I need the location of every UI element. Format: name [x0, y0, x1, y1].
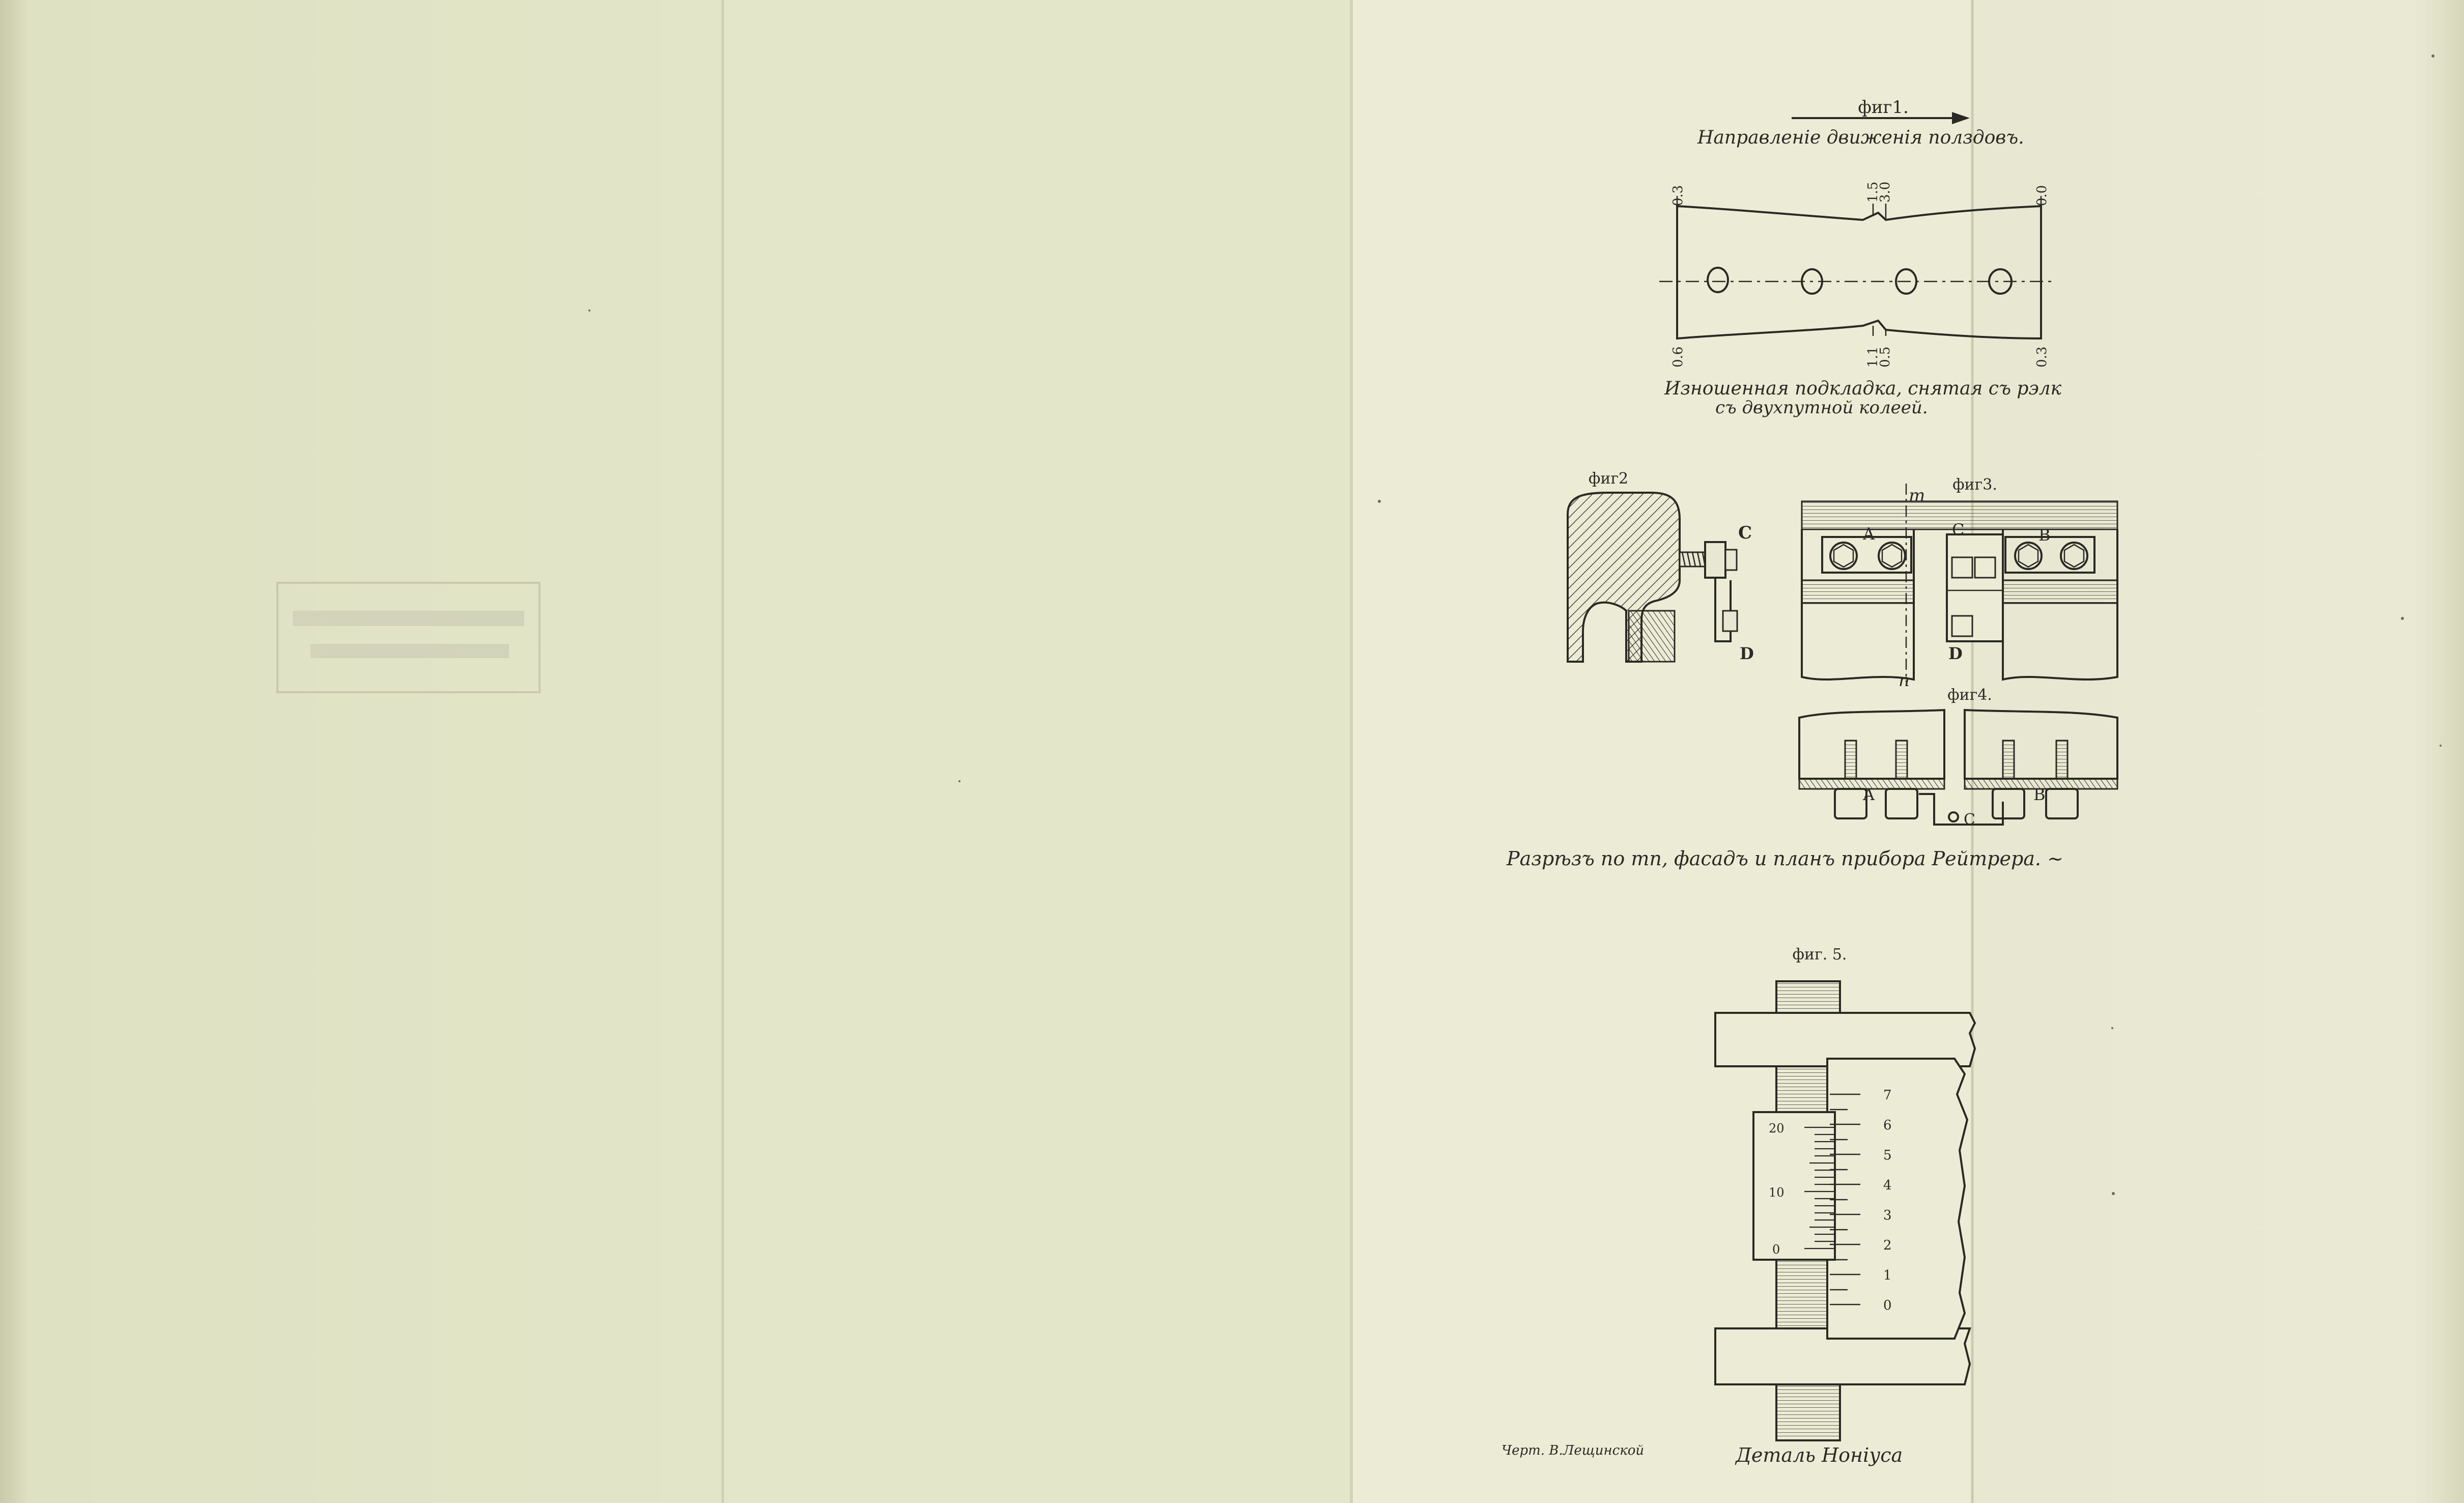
screw-thread: [1679, 551, 1706, 568]
fig5-caption: Деталь Ноніуса: [1735, 1444, 1903, 1466]
scale-label-1: 1: [1883, 1268, 1892, 1283]
fig4-label: фиг4.: [1947, 686, 1992, 704]
drafter-signature: Черт. В.Лещинской: [1502, 1443, 1644, 1458]
scale-label-2: 2: [1883, 1238, 1892, 1253]
fishplate-a: [1821, 536, 1912, 574]
vernier-slider: [1752, 1111, 1836, 1261]
fig3-letter-n: n: [1899, 670, 1910, 691]
fig3-letter-b: B: [2038, 525, 2051, 545]
fig4-letter-c: C: [1964, 811, 1975, 829]
plate-hole-4: [1988, 268, 2013, 295]
fig1-bottom-value-3: 0.5: [1878, 347, 1893, 367]
fig3-letter-d: D: [1948, 644, 1963, 663]
paper-panel-fold: [1972, 0, 2464, 1503]
fig2-label: фиг2: [1589, 470, 1628, 488]
fig1-bottom-value-1: 0.6: [1670, 347, 1686, 367]
main-scale-plate: [1826, 1058, 1969, 1340]
fig5-label: фиг. 5.: [1793, 946, 1847, 963]
paper-specks: [588, 54, 2442, 1195]
plate-hole-3: [1895, 268, 1917, 295]
clamp-block: [1704, 541, 1726, 579]
scale-label-4: 4: [1883, 1178, 1892, 1193]
fishplate-b: [2004, 536, 2095, 574]
library-stamp: [276, 582, 541, 693]
figure-3: фиг3. m A C B D n: [1801, 476, 2118, 691]
fig1-top-value-3: 3.0: [1878, 182, 1893, 203]
plate-hole-1: [1707, 267, 1729, 293]
fig4-letter-a: A: [1862, 785, 1875, 804]
fig4-caption: Разрѣзъ по mn, фасадъ и планъ прибора Ре…: [1506, 847, 2063, 870]
vernier-label-0: 0: [1772, 1242, 1780, 1257]
fig3-letter-c: C: [1952, 520, 1964, 540]
scale-label-3: 3: [1883, 1208, 1892, 1223]
rail-head-section: [1567, 492, 1681, 663]
plate-hole-2: [1801, 268, 1823, 295]
vernier-scale-ticks: [1804, 1126, 1835, 1250]
fig3-label: фиг3.: [1952, 476, 1997, 494]
paper-panel-left: [0, 0, 723, 1503]
figure-2: фиг2 C D: [1567, 470, 1754, 663]
paper-panel-middle: [723, 0, 1351, 1503]
fig2-letter-d: D: [1740, 644, 1754, 663]
fig4-bolts: [1834, 740, 2079, 819]
scale-label-6: 6: [1883, 1118, 1892, 1133]
fig1-top-value-2: 1.5: [1865, 182, 1881, 203]
figure-4: фиг4. A C B Разрѣзъ по mn, фасадъ и план…: [1506, 686, 2118, 870]
fig2-letter-c: C: [1738, 523, 1752, 543]
scale-label-7: 7: [1883, 1088, 1892, 1103]
worn-plate-outline: [1676, 205, 2042, 340]
scale-label-0: 0: [1883, 1298, 1892, 1313]
reiter-device: [1946, 533, 2004, 642]
fig1-top-value-1: 0.3: [1670, 185, 1686, 206]
fig1-caption-line-2: съ двухпутной колеей.: [1715, 398, 1928, 418]
fig4-letter-b: B: [2033, 785, 2046, 804]
top-clamp-bar: [1714, 1012, 1976, 1067]
fig3-letter-m: m: [1909, 486, 1925, 506]
figure-5: фиг. 5.: [1714, 946, 1976, 1466]
fig1-label: фиг1.: [1858, 97, 1909, 118]
fig1-bottom-value-2: 1.1: [1865, 347, 1881, 367]
vernier-label-20: 20: [1769, 1121, 1785, 1136]
fig1-caption-line-1: Изношенная подкладка, снятая съ рэлк: [1664, 378, 2062, 399]
fig1-direction-caption: Направленіе движенія полздовъ.: [1697, 127, 2024, 148]
fig1-top-value-4: 0.0: [2034, 185, 2050, 206]
main-scale-ticks: [1830, 1093, 1860, 1306]
fig3-letter-a: A: [1862, 524, 1875, 544]
scale-label-5: 5: [1883, 1148, 1892, 1163]
vernier-label-10: 10: [1769, 1185, 1785, 1200]
figure-1: фиг1. Направленіе движенія полздовъ. 0.3…: [1659, 97, 2062, 418]
fig1-bottom-value-4: 0.3: [2034, 347, 2050, 367]
bottom-clamp-bar: [1714, 1327, 1971, 1385]
